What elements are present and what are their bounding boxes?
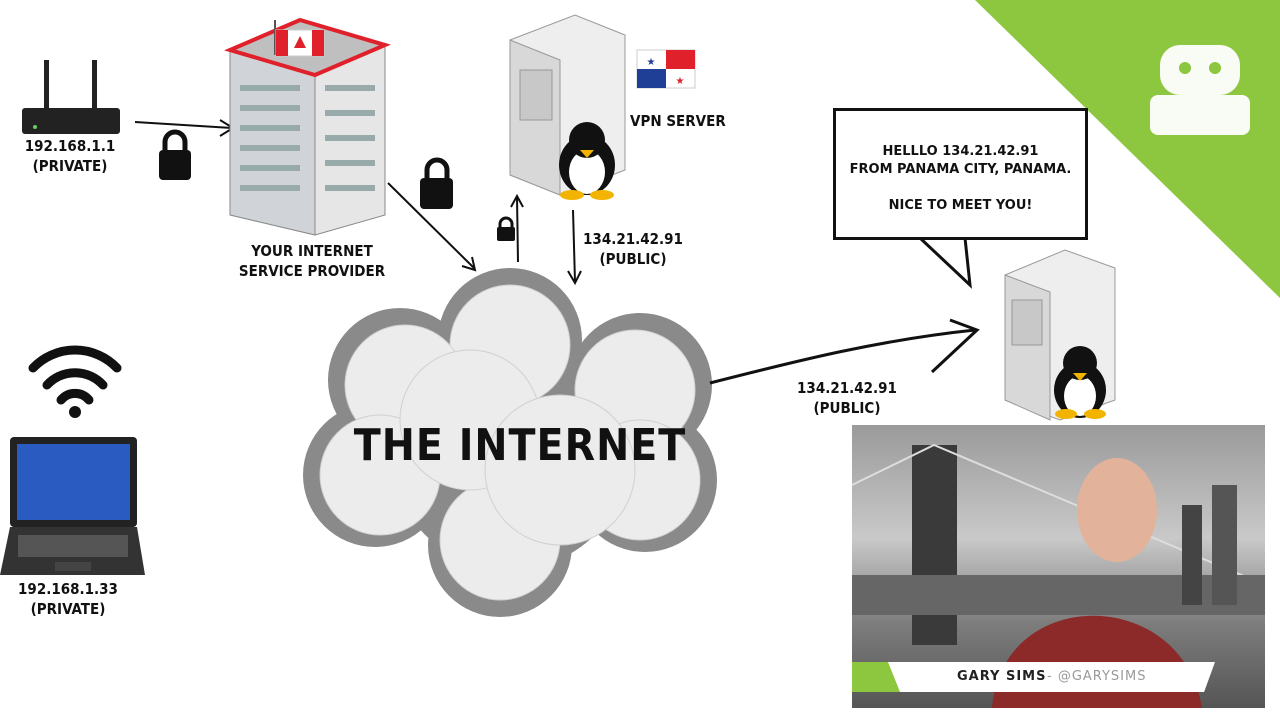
presenter-body xyxy=(992,615,1202,708)
presenter-head xyxy=(1077,458,1157,562)
arrow-internet-remote xyxy=(709,318,980,385)
presenter-handle: - @GARYSIMS xyxy=(1047,669,1147,684)
lock-icon xyxy=(497,216,515,241)
bubble-tail xyxy=(916,236,972,289)
vpn-ip: 134.21.42.91 xyxy=(583,230,683,248)
tux-penguin-icon xyxy=(559,122,615,200)
arrow-up-vpn xyxy=(510,193,524,263)
wifi-icon xyxy=(28,345,122,405)
tux-penguin-icon xyxy=(1054,346,1106,419)
android-logo-icon xyxy=(1150,45,1250,135)
laptop-icon xyxy=(0,437,145,575)
vpn-type: (PUBLIC) xyxy=(599,250,667,268)
router-icon xyxy=(22,60,120,134)
speech-bubble: HELLLO 134.21.42.91 FROM PANAMA CITY, PA… xyxy=(833,108,1088,240)
isp-label-line2: SERVICE PROVIDER xyxy=(238,262,386,280)
vpn-server-icon xyxy=(509,14,626,196)
presenter-video-inset: GARY SIMS - @GARYSIMS xyxy=(852,425,1265,708)
bubble-line1: HELLLO 134.21.42.91 xyxy=(882,144,1039,159)
isp-label-line1: YOUR INTERNET xyxy=(251,242,373,260)
presenter-name-bar: GARY SIMS - @GARYSIMS xyxy=(852,662,1215,692)
router-type: (PRIVATE) xyxy=(32,157,108,175)
isp-building-icon xyxy=(224,17,391,236)
internet-label: THE INTERNET xyxy=(353,420,687,471)
laptop-ip: 192.168.1.33 xyxy=(18,580,118,598)
bubble-line2: FROM PANAMA CITY, PANAMA. xyxy=(849,162,1072,177)
brand-badge-icon xyxy=(852,662,900,692)
arrow-isp-internet xyxy=(387,182,477,272)
lock-icon xyxy=(159,129,191,180)
laptop-type: (PRIVATE) xyxy=(30,600,106,618)
panama-flag-icon: ★ ★ xyxy=(636,49,696,89)
bubble-line3: NICE TO MEET YOU! xyxy=(888,198,1033,213)
remote-ip: 134.21.42.91 xyxy=(797,379,897,397)
vpn-server-label: VPN SERVER xyxy=(630,112,726,130)
lock-icon xyxy=(420,157,453,209)
remote-type: (PUBLIC) xyxy=(813,399,881,417)
presenter-name: GARY SIMS xyxy=(957,669,1047,684)
internet-cloud-icon xyxy=(303,268,717,617)
svg-text:★: ★ xyxy=(647,57,656,68)
router-ip: 192.168.1.1 xyxy=(24,137,116,155)
svg-text:★: ★ xyxy=(676,76,685,87)
arrow-down-vpn xyxy=(567,209,582,286)
